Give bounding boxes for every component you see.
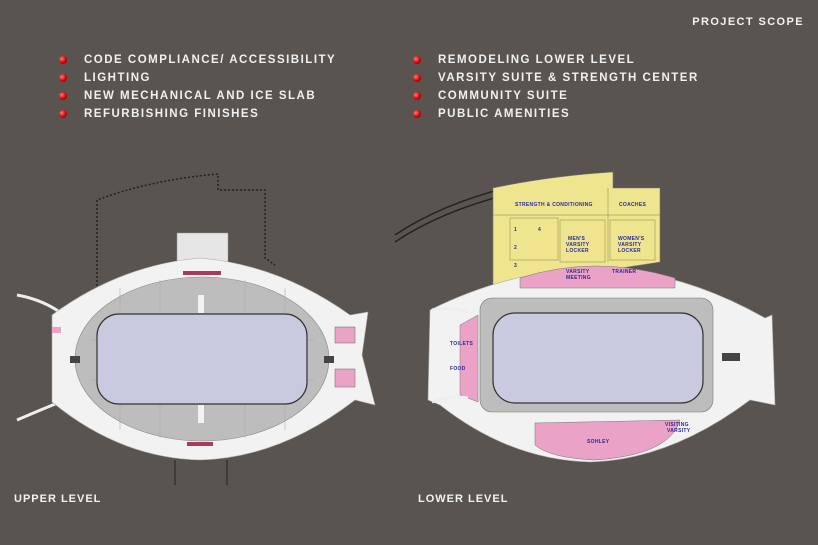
scope-item: NEW MECHANICAL AND ICE SLAB (59, 87, 336, 105)
scope-item: REMODELING LOWER LEVEL (413, 51, 699, 69)
scope-item-label: REMODELING LOWER LEVEL (438, 54, 636, 66)
room-mens-locker: LOCKER (566, 248, 589, 254)
scope-item-label: COMMUNITY SUITE (438, 90, 569, 102)
page-title: PROJECT SCOPE (692, 16, 804, 28)
scope-item: CODE COMPLIANCE/ ACCESSIBILITY (59, 51, 336, 69)
room-coaches: COACHES (619, 202, 646, 208)
room-varsity-meeting: MEETING (566, 275, 591, 281)
upper-level-plan (16, 173, 376, 485)
red-bullet-icon (59, 92, 67, 100)
room-strength-conditioning: STRENGTH & CONDITIONING (515, 202, 593, 208)
scope-item-label: REFURBISHING FINISHES (84, 108, 260, 120)
scope-item: LIGHTING (59, 69, 336, 87)
scope-item: REFURBISHING FINISHES (59, 105, 336, 123)
room-toilets: TOILETS (450, 341, 473, 347)
scope-item: COMMUNITY SUITE (413, 87, 699, 105)
room-number: 1 (514, 227, 517, 233)
upper-level-label: UPPER LEVEL (14, 493, 102, 505)
red-bullet-icon (59, 110, 67, 118)
scope-item-label: LIGHTING (84, 72, 151, 84)
room-number: 4 (538, 227, 541, 233)
room-food: FOOD (450, 366, 466, 372)
scope-list-right: REMODELING LOWER LEVEL VARSITY SUITE & S… (413, 51, 699, 123)
scope-item: VARSITY SUITE & STRENGTH CENTER (413, 69, 699, 87)
red-bullet-icon (413, 92, 421, 100)
room-number: 2 (514, 245, 517, 251)
scope-item-label: VARSITY SUITE & STRENGTH CENTER (438, 72, 699, 84)
red-bullet-icon (59, 56, 67, 64)
room-number: 3 (514, 263, 517, 269)
room-trainer: TRAINER (612, 269, 636, 275)
scope-item-label: NEW MECHANICAL AND ICE SLAB (84, 90, 317, 102)
room-womens-locker: VARSITY (618, 242, 642, 248)
scope-list-left: CODE COMPLIANCE/ ACCESSIBILITY LIGHTING … (59, 51, 336, 123)
room-visiting-varsity: VARSITY (667, 428, 691, 434)
room-mens-locker: VARSITY (566, 242, 590, 248)
red-bullet-icon (413, 56, 421, 64)
room-womens-locker: WOMEN'S (618, 236, 645, 242)
scope-item-label: PUBLIC AMENITIES (438, 108, 571, 120)
scope-item-label: CODE COMPLIANCE/ ACCESSIBILITY (84, 54, 337, 66)
room-varsity-meeting: VARSITY (566, 269, 590, 275)
lower-level-plan: STRENGTH & CONDITIONING COACHES 1 2 3 4 … (394, 171, 776, 463)
room-mens-locker: MEN'S (568, 236, 585, 242)
room-visiting-varsity: VISITING (665, 422, 689, 428)
room-womens-locker: LOCKER (618, 248, 641, 254)
scope-item: PUBLIC AMENITIES (413, 105, 699, 123)
red-bullet-icon (413, 110, 421, 118)
red-bullet-icon (59, 74, 67, 82)
lower-level-label: LOWER LEVEL (418, 493, 509, 505)
room-sohley: SOHLEY (587, 439, 610, 445)
red-bullet-icon (413, 74, 421, 82)
